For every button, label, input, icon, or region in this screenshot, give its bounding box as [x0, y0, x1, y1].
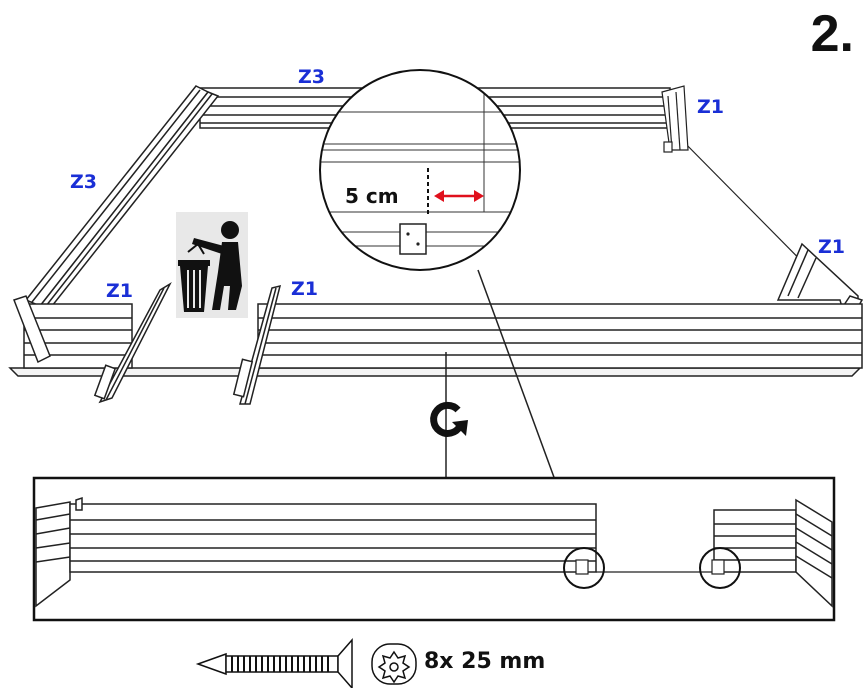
bracket-magnified [399, 223, 427, 255]
detail-right-wall [713, 498, 833, 608]
ground-plate [8, 367, 862, 377]
removed-board-center [232, 284, 282, 405]
screw-spec-label: 8x 25 mm [424, 649, 546, 674]
step-number: 2. [810, 5, 854, 63]
detail-left-wall [35, 496, 597, 608]
detail-bracket-circle-left [563, 547, 605, 589]
label-z3-back: Z3 [298, 66, 325, 88]
magnifier-detail [320, 70, 520, 270]
removed-board-left [93, 282, 172, 404]
left-front-panel [13, 295, 133, 369]
trash-bin-discard-icon [176, 212, 248, 318]
measurement-label: 5 cm [345, 184, 399, 208]
torx-bit-icon [371, 643, 417, 685]
detail-bracket-circle-right [699, 547, 741, 589]
label-z1-left: Z1 [106, 280, 133, 302]
rotate-view-icon [430, 401, 468, 437]
bracket [663, 141, 673, 153]
label-z1-center: Z1 [291, 278, 318, 300]
label-z1-top-right: Z1 [697, 96, 724, 118]
label-z3-left: Z3 [70, 171, 97, 193]
screw-icon [195, 638, 353, 690]
label-z1-right: Z1 [818, 236, 845, 258]
front-panel [257, 303, 863, 369]
